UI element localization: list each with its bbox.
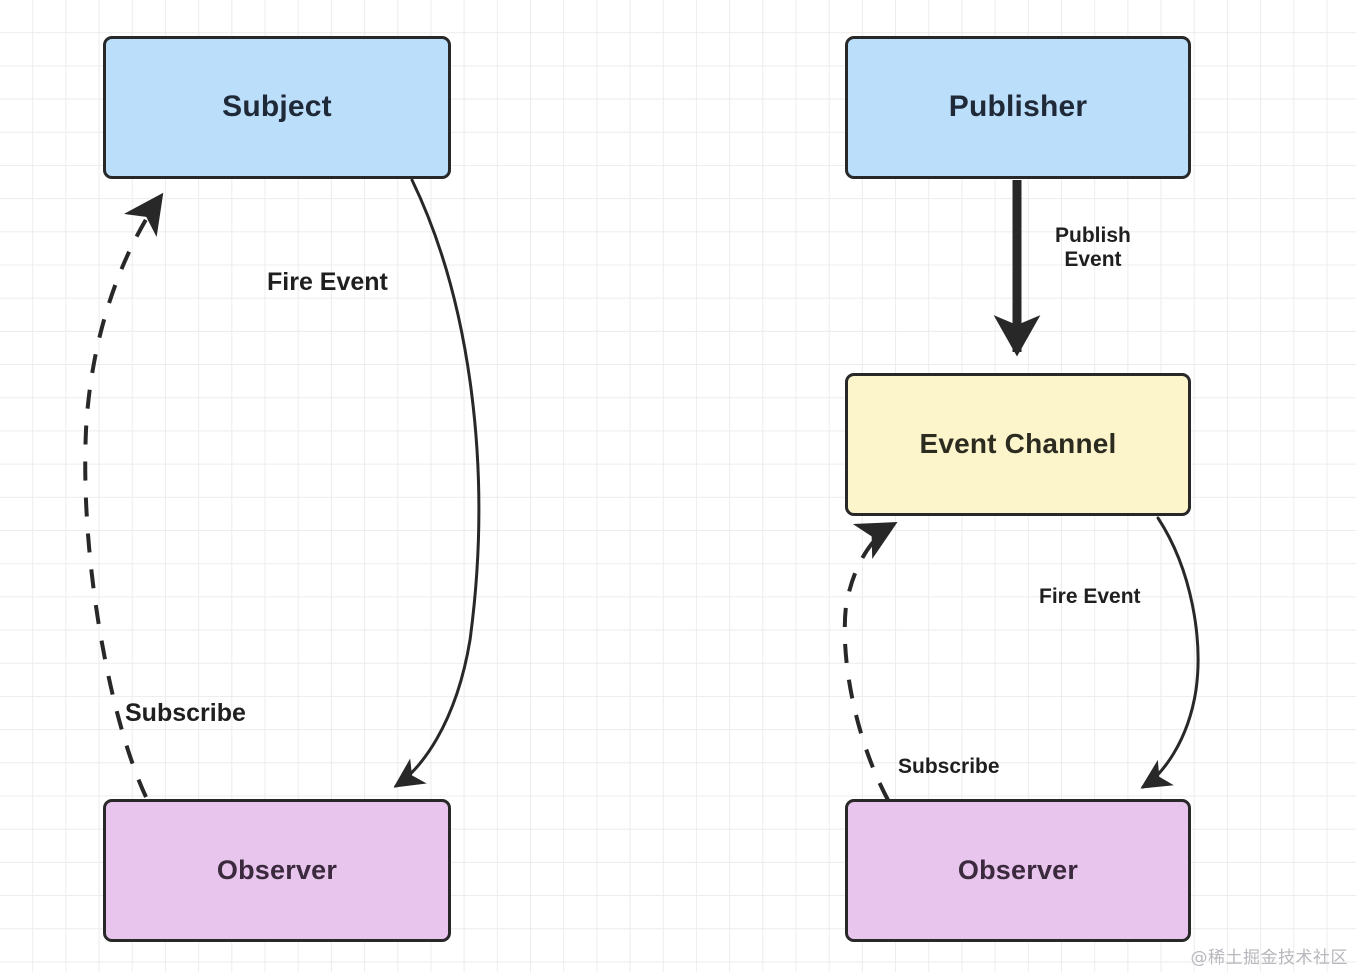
- node-publisher[interactable]: Publisher: [845, 36, 1191, 179]
- node-observer-right-label: Observer: [957, 854, 1079, 885]
- node-observer-left-label: Observer: [216, 854, 338, 885]
- edge-label-publisher-publish-event: Publish Event: [1055, 224, 1131, 272]
- node-event-channel[interactable]: Event Channel: [845, 373, 1191, 516]
- node-publisher-label: Publisher: [948, 90, 1088, 124]
- watermark: @稀土掘金技术社区: [1190, 948, 1348, 968]
- node-event-channel-label: Event Channel: [919, 428, 1117, 460]
- node-subject-label: Subject: [222, 90, 332, 124]
- edge-subject-fire-event: [393, 178, 481, 788]
- edge-label-channel-fire-event: Fire Event: [1039, 585, 1141, 608]
- edge-channel-fire-event: [1140, 516, 1200, 789]
- edge-label-observer-subscribe-subject: Subscribe: [125, 699, 246, 727]
- edge-label-subject-fire-event: Fire Event: [267, 268, 388, 296]
- node-observer-right[interactable]: Observer: [845, 799, 1191, 942]
- node-subject[interactable]: Subject: [103, 36, 451, 179]
- node-observer-left[interactable]: Observer: [103, 799, 451, 942]
- edge-observer-subscribe-channel: [842, 522, 898, 801]
- edge-label-observer-subscribe-channel: Subscribe: [898, 755, 1000, 778]
